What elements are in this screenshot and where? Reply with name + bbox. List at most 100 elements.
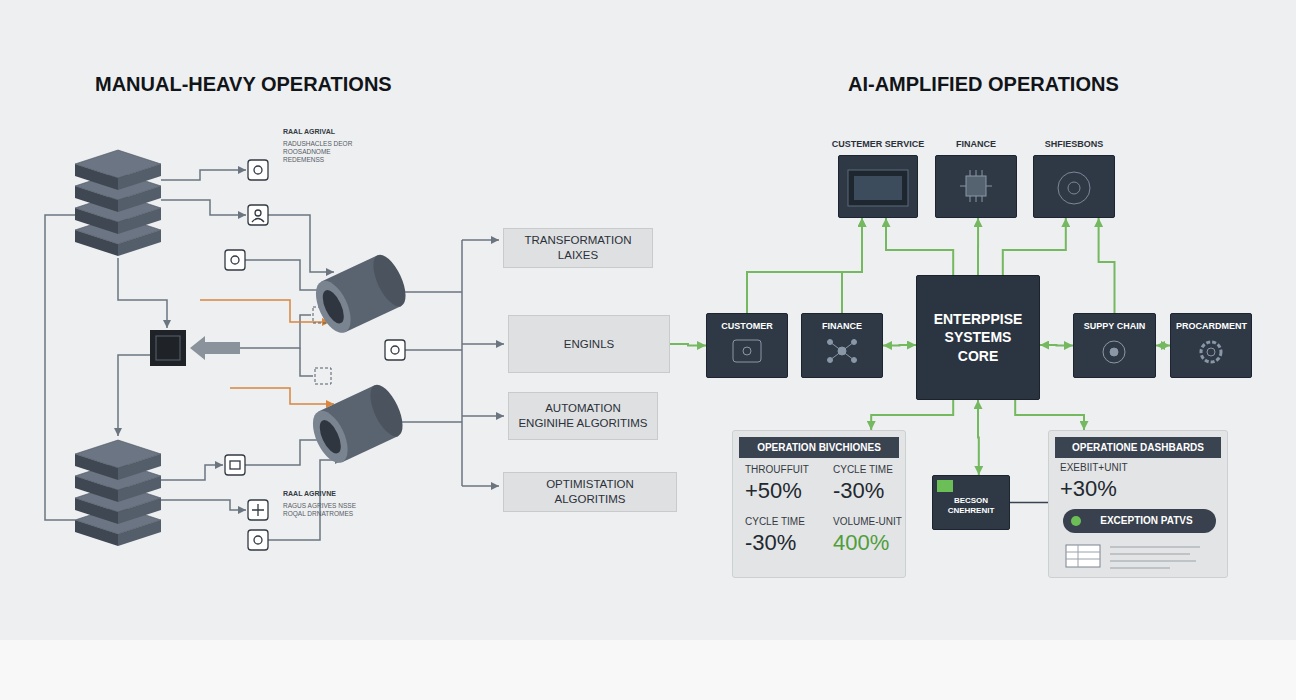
wire: [268, 215, 334, 272]
connector: [1040, 344, 1073, 347]
connector: [871, 400, 953, 430]
dashboard-lines: [1110, 547, 1200, 568]
icon: [252, 504, 264, 516]
metric-value: -30%: [833, 478, 884, 504]
wire: [400, 291, 462, 293]
network-icon: [828, 358, 833, 363]
wire: [118, 355, 150, 436]
connector: [1015, 400, 1084, 430]
black-unit: [190, 336, 240, 360]
connector: [747, 218, 862, 313]
wire: [400, 421, 462, 423]
node-text: BECSON CNEHRENIT: [937, 496, 1005, 515]
connector: [886, 218, 953, 275]
wire: [161, 500, 246, 510]
metric-name: THROUFFUIT: [745, 464, 809, 476]
ground-band: [0, 640, 1296, 700]
metric-value: -30%: [745, 530, 796, 556]
metrics-panel: OPERATION BIVCHIONES: [732, 430, 906, 578]
dashboard-lines: [1066, 545, 1100, 567]
node-text: FINANCE: [956, 139, 996, 149]
wire-orange: [230, 388, 334, 404]
wire-orange: [200, 300, 330, 322]
status-square: [937, 480, 953, 492]
function-box: SUPPY CHAIN: [1073, 313, 1156, 378]
wire: [268, 460, 343, 540]
globe-icon: [1058, 172, 1090, 204]
node-text: AUTOMATION ENGINIHE ALGORITIMS: [517, 401, 649, 431]
note-text: RADUSHACLES DEOR ROOSADNOME REDEMENSS: [283, 140, 363, 163]
gear-icon: [1201, 342, 1221, 362]
node-text: SHFIESBONS: [1045, 139, 1104, 149]
cylinder: [367, 250, 412, 311]
wire: [240, 315, 311, 348]
gear-icon: [1207, 348, 1215, 356]
cylinder: [306, 405, 355, 468]
server-stack: [75, 150, 161, 190]
globe-icon: [1068, 182, 1080, 194]
wire: [462, 239, 499, 241]
screen-icon: [848, 170, 908, 206]
connector: [1003, 218, 1066, 275]
cylinder: [364, 380, 409, 441]
metric-name: VOLUME-UNIT: [833, 516, 902, 528]
icon: [252, 219, 264, 223]
cylinder: [318, 287, 348, 326]
process-box: ENGINLS: [508, 315, 670, 373]
node-text: OPTIMISTATION ALGORITIMS: [512, 477, 668, 507]
connector: [1156, 345, 1170, 347]
cylinder: [315, 417, 345, 456]
wire: [45, 170, 504, 540]
black-unit: [150, 330, 186, 366]
connector: [883, 344, 916, 347]
node-text: CUSTOMER: [712, 321, 782, 332]
status-pill: EXCEPTION PATVS: [1063, 509, 1216, 533]
black-unit: [150, 330, 240, 366]
node-text: EXCEPTION PATVS: [1085, 509, 1208, 533]
status-dot: [1071, 516, 1081, 526]
node-text: OPERATIONE DASHBARDS: [1055, 437, 1221, 458]
icon: [225, 455, 245, 475]
node-text: OPERATION BIVCHIONES: [739, 437, 899, 458]
wire: [405, 349, 462, 351]
section-title: MANUAL-HEAVY OPERATIONS: [95, 72, 392, 96]
cycle-icon: [1103, 341, 1125, 363]
icon: [385, 340, 405, 360]
node-text: TRANSFORMATION LAIXES: [512, 233, 644, 263]
function-box: FINANCE: [935, 155, 1017, 218]
core-box: ENTERPPISE SYSTEMS CORE: [916, 275, 1040, 400]
server-stack: [75, 150, 161, 256]
dashed-box: [315, 368, 331, 384]
dashboard-panel: OPERATIONE DASHBARDS EXCEPTION PATVS: [1048, 430, 1228, 578]
icon: [248, 160, 268, 180]
metric-value: +30%: [1060, 476, 1117, 502]
node-text: ENTERPPISE SYSTEMS CORE: [929, 310, 1027, 365]
note-heading: RAAL AGRIVAL: [283, 128, 335, 136]
chip-icon: [960, 170, 992, 202]
icon: [248, 500, 268, 520]
metric-name: EXEBIIT+UNIT: [1060, 462, 1128, 474]
wire: [300, 348, 313, 376]
connector: [977, 400, 980, 475]
network-icon: [852, 340, 857, 345]
server-stack: [75, 440, 161, 480]
gear-icon: [1201, 342, 1221, 362]
function-box: PROCARDMENT: [1170, 313, 1252, 378]
icon: [230, 461, 240, 469]
process-box: AUTOMATION ENGINIHE ALGORITIMS: [508, 392, 658, 440]
screen-icon: [848, 170, 908, 206]
connector: [977, 218, 979, 275]
wire: [245, 260, 328, 290]
icon: [391, 346, 399, 354]
dashboard-lines: [1066, 545, 1100, 567]
globe-icon: [1058, 172, 1090, 204]
wire: [161, 170, 246, 180]
network-icon: [828, 340, 857, 363]
cylinder: [309, 250, 412, 338]
wire: [462, 343, 504, 345]
wire: [461, 240, 463, 486]
icon: [225, 160, 405, 550]
wire: [45, 215, 75, 520]
icon: [248, 530, 268, 550]
node-text: SUPPY CHAIN: [1079, 321, 1150, 332]
